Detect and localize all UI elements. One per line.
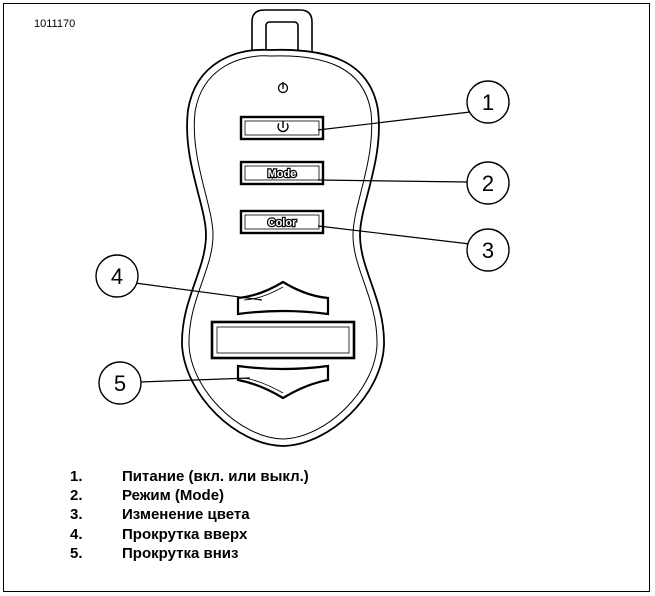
center-bar: [210, 320, 356, 360]
color-button-label-outline: Color: [268, 217, 297, 229]
callout-1: 1: [466, 80, 510, 124]
legend-number: 1.: [70, 468, 83, 485]
legend-text: Прокрутка вверх: [122, 525, 248, 543]
callout-2-label: 2: [482, 171, 494, 196]
legend-list: 1. Питание (вкл. или выкл.) 2. Режим (Mode…: [70, 467, 309, 563]
mode-button[interactable]: Mode Mode: [239, 160, 325, 186]
legend-item: 3. Изменение цвета: [70, 505, 309, 524]
legend-item: 1. Питание (вкл. или выкл.): [70, 467, 309, 486]
legend-item: 4. Прокрутка вверх: [70, 525, 309, 544]
callout-4: 4: [95, 254, 139, 298]
power-indicator-icon: [277, 82, 289, 94]
callout-2: 2: [466, 161, 510, 205]
scroll-down-icon: [236, 364, 330, 400]
legend-text: Питание (вкл. или выкл.): [122, 468, 309, 485]
legend-text: Режим (Mode): [122, 487, 225, 505]
leader-lines: [134, 111, 471, 383]
power-button[interactable]: [239, 115, 325, 141]
legend-text: Изменение цвета: [122, 506, 250, 524]
legend-item: 5. Прокрутка вниз: [70, 544, 309, 563]
callout-5-label: 5: [114, 371, 126, 396]
legend-item: 2. Режим (Mode): [70, 486, 309, 505]
legend-number: 2.: [70, 487, 83, 505]
power-icon: [277, 121, 289, 133]
callout-3-label: 3: [482, 238, 494, 263]
color-button-label: Color: [268, 217, 297, 229]
callout-4-label: 4: [111, 264, 123, 289]
scroll-up-icon: [236, 280, 330, 316]
scroll-up-button[interactable]: [236, 280, 330, 316]
mode-button-label-outline: Mode: [268, 168, 297, 180]
legend-text: Прокрутка вниз: [122, 544, 239, 562]
legend-number: 5.: [70, 544, 83, 562]
callout-1-label: 1: [482, 90, 494, 115]
legend-number: 4.: [70, 525, 83, 543]
mode-button-label: Mode: [268, 168, 297, 180]
color-button[interactable]: Color Color: [239, 209, 325, 235]
callout-3: 3: [466, 228, 510, 272]
key-ring-loop: [251, 9, 313, 62]
callout-5: 5: [98, 361, 142, 405]
legend-number: 3.: [70, 506, 83, 524]
figure-id: 1011170: [34, 18, 76, 30]
